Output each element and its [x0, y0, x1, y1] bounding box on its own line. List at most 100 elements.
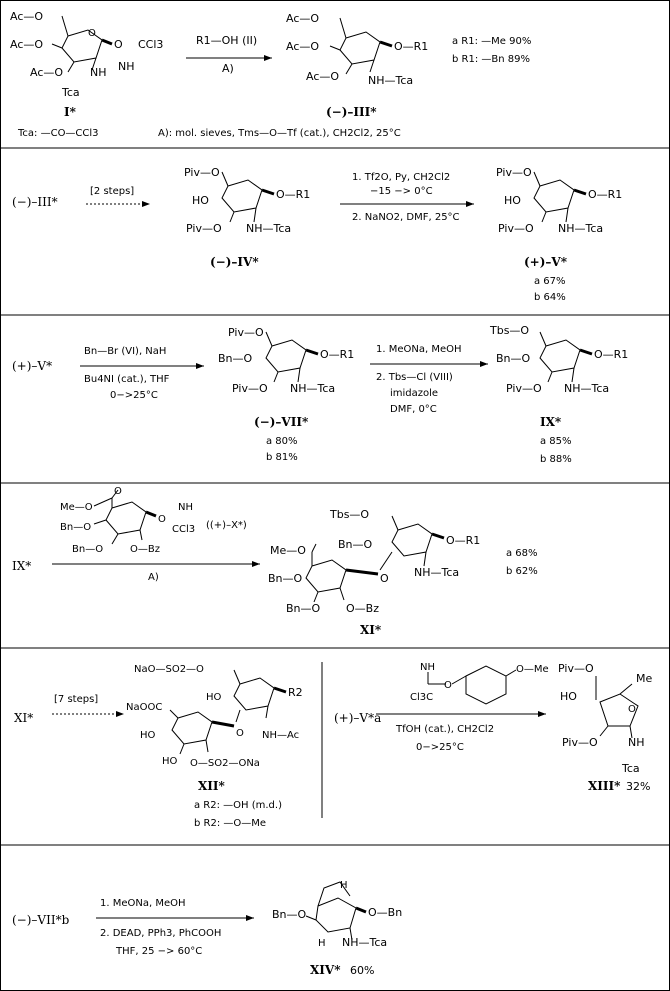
compound-IV: Piv—O HO O—R1 Piv—O NH—Tca (−)–IV* — [184, 166, 310, 269]
benzyloxy-label: Bn—O — [268, 572, 303, 585]
acetoxy-label: Ac—O — [286, 12, 319, 25]
condition-label: 1. MeONa, MeOH — [100, 898, 186, 909]
bond — [565, 207, 569, 223]
arrow-head — [538, 711, 546, 717]
bond — [139, 529, 143, 541]
nh-label: NH — [628, 736, 645, 749]
bond — [369, 59, 375, 73]
or1-label: O—R1 — [446, 534, 480, 547]
pivaloyl-label: Piv—O — [228, 326, 264, 339]
yield-b: b 64% — [534, 292, 566, 303]
compound-III: Ac—O Ac—O Ac—O O—R1 NH—Tca (−)–III* — [286, 12, 428, 119]
arrow-head — [480, 361, 488, 367]
reagent-label: 1. MeONa, MeOH — [376, 344, 462, 355]
or1-label: O—R1 — [588, 188, 622, 201]
pivaloyl-label: Piv—O — [498, 222, 534, 235]
compound-XIII: Piv—O Me HO O Piv—O NH Tca XIII* 32% — [558, 662, 652, 793]
compound-label: IX* — [540, 415, 562, 429]
imine-label: NH — [420, 662, 435, 673]
tca-label: Tca — [621, 762, 640, 775]
acetoxy-label: Ac—O — [30, 66, 63, 79]
reagent-label: 2. Tbs—Cl (VIII) — [376, 372, 453, 383]
steps-label: [2 steps] — [90, 186, 134, 197]
reagent-reference: ((+)–X*) — [206, 520, 247, 531]
compound-XIV: Bn—O H O—Bn H NH—Tca XIV* 60% — [272, 880, 402, 977]
pivaloyl-label: Piv—O — [186, 222, 222, 235]
compound-XII: NaO—SO2—O HO R2 NaOOC O NH—Ac HO HO O—SO… — [126, 664, 303, 829]
bond — [349, 927, 353, 941]
hydroxyl-label: HO — [140, 730, 156, 741]
yield-b: b 81% — [266, 452, 298, 463]
bond — [451, 675, 467, 685]
methoxy-label: Me—O — [60, 502, 93, 513]
yield-a: a R1: —Me 90% — [452, 36, 531, 47]
carbonyl — [111, 489, 119, 499]
yield-label: 32% — [626, 780, 650, 793]
tca-definition: Tca: —CO—CCl3 — [17, 128, 99, 139]
bond — [253, 207, 257, 223]
bond — [313, 591, 319, 603]
arrow-head — [252, 561, 260, 567]
compound-IX: Tbs—O Bn—O O—R1 Piv—O NH—Tca IX* a 85% b… — [489, 324, 628, 465]
bond — [297, 367, 301, 383]
condition-label: 0−>25°C — [416, 742, 464, 753]
methyl-label: Me — [636, 672, 652, 685]
ccl3-label: CCl3 — [138, 38, 163, 51]
compound-label: XIV* — [310, 963, 341, 977]
ccl3-label: CCl3 — [172, 524, 195, 535]
wedge-bond — [101, 38, 113, 46]
hydroxyl-label: HO — [206, 692, 222, 703]
bond — [229, 211, 235, 223]
yield-b: b R1: —Bn 89% — [452, 54, 530, 65]
benzoyloxy-label: O—Bz — [346, 602, 379, 615]
carbonyl-oxygen: O — [114, 486, 122, 497]
compound-label: (−)–VII* — [254, 415, 309, 429]
reagent-label: 2. NaNO2, DMF, 25°C — [352, 212, 460, 223]
arrow-head — [196, 363, 204, 369]
wedge-bond — [573, 188, 587, 196]
or1-label: O—R1 — [394, 40, 428, 53]
start-compound-label: IX* — [12, 559, 31, 573]
acetoxy-label: Ac—O — [306, 70, 339, 83]
bond — [93, 519, 107, 525]
nh-ac-label: NH—Ac — [262, 730, 299, 741]
nh-tca-label: NH—Tca — [342, 936, 387, 949]
pyranose-ring — [221, 179, 263, 213]
r2-label: R2 — [288, 686, 303, 699]
bond — [541, 211, 547, 223]
compound-I: Ac—O Ac—O Ac—O NH O O CCl3 NH Tca I* Tca… — [10, 10, 163, 139]
start-compound-label: XI* — [14, 711, 33, 725]
hydrogen-label: H — [340, 880, 348, 891]
bond — [67, 61, 75, 73]
nh-tca-label: NH—Tca — [290, 382, 335, 395]
yield-a: a 67% — [534, 276, 566, 287]
hydroxyl-label: HO — [504, 194, 521, 207]
wedge-bond — [305, 348, 319, 356]
bond — [391, 515, 399, 531]
yield-a: a 85% — [540, 436, 572, 447]
benzyloxy-label: Bn—O — [272, 908, 307, 921]
compound-label: I* — [64, 105, 77, 119]
condition-label: TfOH (cat.), CH2Cl2 — [395, 724, 494, 735]
conditions-footnote: A): mol. sieves, Tms—O—Tf (cat.), CH2Cl2… — [158, 128, 401, 139]
start-compound-label: (−)–III* — [12, 195, 58, 209]
benzyloxy-label: Bn—O — [218, 352, 253, 365]
bond — [629, 725, 633, 739]
or1-label: O—R1 — [276, 188, 310, 201]
hydroxyl-label: HO — [162, 756, 178, 767]
anhydro-bridge — [317, 881, 351, 907]
wedge-bond — [211, 720, 235, 728]
hydroxyl-label: HO — [192, 194, 209, 207]
benzoyloxy-label: O—Bz — [130, 544, 160, 555]
nh-tca-label: NH—Tca — [246, 222, 291, 235]
nh-tca-label: NH—Tca — [558, 222, 603, 235]
methoxy-label: O—Me — [516, 664, 549, 675]
ccl3-label: Cl3C — [410, 692, 433, 703]
tbs-label: Tbs—O — [329, 508, 369, 521]
condition-label: 2. DEAD, PPh3, PhCOOH — [100, 928, 221, 939]
sulfate-label: O—SO2—ONa — [190, 758, 260, 769]
wedge-bond — [273, 686, 287, 694]
reagent-label: imidazole — [390, 388, 438, 399]
compound-label: (−)–III* — [326, 105, 377, 119]
